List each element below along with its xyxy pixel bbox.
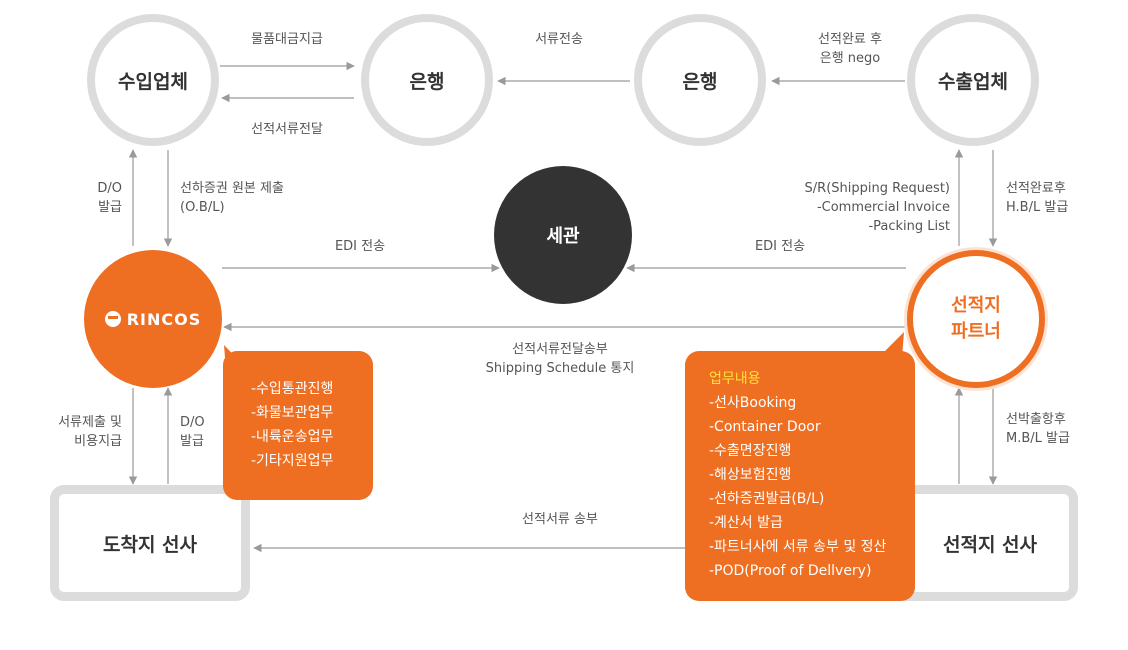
rincos-task-list: -수입통관진행 -화물보관업무 -내륙운송업무 -기타지원업무: [251, 377, 373, 473]
shipping-partner-label-line1: 선적지: [951, 295, 1001, 316]
label-sr-docs-line3: -Packing List: [868, 219, 950, 234]
partner-task-item: -선사Booking: [709, 395, 797, 411]
label-after-loading-nego-line1: 선적완료 후: [818, 32, 882, 47]
exporter-node: 수출업체: [907, 14, 1039, 146]
label-do-issue-bottom: D/O 발급: [180, 413, 205, 451]
label-hbl-issue-line1: 선적완료후: [1006, 181, 1066, 196]
partner-task-bubble: 업무내용 -선사Booking -Container Door -수출면장진행 …: [685, 351, 915, 601]
label-after-loading-nego: 선적완료 후 은행 nego: [790, 30, 910, 68]
customs-label: 세관: [546, 226, 580, 247]
dest-carrier-node: 도착지 선사: [50, 485, 250, 601]
label-hbl-issue: 선적완료후 H.B/L 발급: [1006, 179, 1068, 217]
label-edi-left: EDI 전송: [334, 239, 386, 254]
rincos-task-item: -내륙운송업무: [251, 429, 334, 445]
label-doc-send-schedule-line1: 선적서류전달송부: [512, 342, 608, 357]
origin-carrier-label: 선적지 선사: [942, 533, 1037, 556]
label-doc-delivery: 선적서류전달: [251, 122, 323, 137]
label-doc-submit-cost-line2: 비용지급: [74, 434, 122, 449]
label-mbl-issue-line1: 선박출항후: [1006, 412, 1066, 427]
rincos-task-item: -기타지원업무: [251, 453, 334, 469]
partner-task-item: -계산서 발급: [709, 515, 783, 531]
partner-task-item: -Container Door: [709, 419, 821, 435]
partner-task-list: -선사Booking -Container Door -수출면장진행 -해상보험…: [709, 391, 915, 583]
label-sr-docs-line2: -Commercial Invoice: [816, 200, 950, 215]
label-do-issue-left: D/O 발급: [60, 179, 122, 217]
label-edi-right: EDI 전송: [754, 239, 806, 254]
partner-task-item: -파트너사에 서류 송부 및 정산: [709, 539, 887, 555]
label-doc-send-bottom: 선적서류 송부: [522, 512, 598, 527]
bank-export-label: 은행: [682, 70, 718, 93]
label-do-issue-bottom-line1: D/O: [180, 415, 205, 430]
label-bl-submit-line1: 선하증권 원본 제출: [180, 181, 284, 196]
label-do-issue-bottom-line2: 발급: [180, 434, 204, 449]
label-doc-send-schedule: 선적서류전달송부 Shipping Schedule 통지: [440, 340, 680, 378]
rincos-node: RINCOS: [84, 250, 222, 388]
label-mbl-issue: 선박출항후 M.B/L 발급: [1006, 410, 1070, 448]
shipping-partner-label-line2: 파트너: [951, 321, 1001, 342]
label-do-issue-left-line1: D/O: [97, 181, 122, 196]
customs-node: 세관: [494, 166, 632, 304]
label-hbl-issue-line2: H.B/L 발급: [1006, 200, 1069, 215]
rincos-task-bubble: -수입통관진행 -화물보관업무 -내륙운송업무 -기타지원업무: [223, 351, 373, 500]
rincos-task-item: -화물보관업무: [251, 405, 334, 421]
label-doc-transfer: 서류전송: [535, 32, 583, 47]
rincos-logo-text: RINCOS: [126, 309, 202, 329]
rincos-logo: RINCOS: [104, 309, 202, 329]
label-do-issue-left-line2: 발급: [98, 200, 122, 215]
label-sr-docs: S/R(Shipping Request) -Commercial Invoic…: [760, 179, 950, 236]
bank-import-node: 은행: [361, 14, 493, 146]
label-after-loading-nego-line2: 은행 nego: [819, 51, 881, 66]
partner-task-item: -해상보험진행: [709, 467, 792, 483]
label-goods-payment: 물품대금지급: [251, 32, 323, 47]
dest-carrier-label: 도착지 선사: [102, 533, 197, 556]
bank-import-label: 은행: [409, 70, 445, 93]
partner-task-item: -선하증권발급(B/L): [709, 491, 825, 507]
label-sr-docs-line1: S/R(Shipping Request): [804, 181, 950, 196]
partner-task-item: -POD(Proof of Dellvery): [709, 563, 872, 579]
importer-node: 수입업체: [87, 14, 219, 146]
label-doc-submit-cost: 서류제출 및 비용지급: [30, 413, 122, 451]
rincos-task-item: -수입통관진행: [251, 381, 334, 397]
partner-task-item: -수출면장진행: [709, 443, 792, 459]
shipping-partner-node: 선적지 파트너: [907, 250, 1045, 388]
bank-export-node: 은행: [634, 14, 766, 146]
rincos-logo-mark: [104, 311, 121, 327]
label-doc-submit-cost-line1: 서류제출 및: [58, 415, 122, 430]
label-mbl-issue-line2: M.B/L 발급: [1006, 431, 1070, 446]
exporter-label: 수출업체: [938, 70, 1008, 93]
label-doc-send-schedule-line2: Shipping Schedule 통지: [485, 361, 635, 376]
importer-label: 수입업체: [118, 70, 188, 93]
label-bl-submit: 선하증권 원본 제출 (O.B/L): [180, 179, 284, 217]
label-bl-submit-line2: (O.B/L): [180, 200, 225, 215]
partner-task-heading: 업무내용: [709, 371, 761, 387]
